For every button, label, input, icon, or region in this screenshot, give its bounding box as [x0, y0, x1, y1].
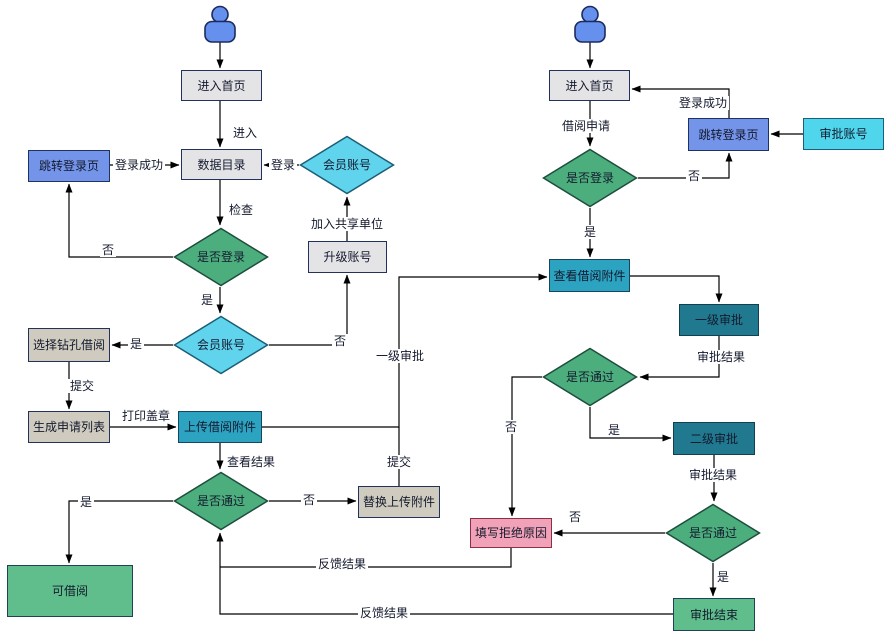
- user-icon-left: [204, 5, 236, 43]
- node-approve-account: 审批账号: [803, 118, 884, 150]
- node-jump-login-left: 跳转登录页: [28, 150, 110, 182]
- node-is-pass-second: 是否通过: [665, 503, 761, 563]
- user-icon-right: [574, 5, 606, 43]
- node-generate-list: 生成申请列表: [28, 411, 110, 443]
- diamond-shape: [542, 347, 638, 407]
- edge-label-yes-login-left: 是: [198, 293, 216, 307]
- node-upload-attachment: 上传借阅附件: [178, 411, 262, 443]
- edge-label-feedback-bottom: 反馈结果: [357, 606, 411, 620]
- edge-label-not-pass-2: 否: [566, 510, 584, 524]
- node-is-pass-left: 是否通过: [173, 471, 269, 531]
- edge-label-is-member: 是: [127, 337, 145, 351]
- edge-pass1-yes-to-second: [589, 407, 672, 442]
- edge-label-login-success-right: 登录成功: [676, 96, 730, 110]
- diamond-shape: [173, 471, 269, 531]
- edge-label-not-member: 否: [331, 334, 349, 348]
- node-member-account-check: 会员账号: [299, 135, 395, 195]
- node-member-account: 会员账号: [173, 315, 269, 375]
- edge-label-no-login-right: 否: [685, 169, 703, 183]
- edge-label-pass-1: 是: [605, 423, 623, 437]
- edge-label-no-login-left: 否: [99, 243, 117, 257]
- edge-label-borrow-apply: 借阅申请: [559, 119, 613, 133]
- node-enter-home-left: 进入首页: [181, 70, 262, 101]
- edge-label-approval-result-2: 审批结果: [686, 468, 740, 482]
- diamond-shape: [173, 227, 269, 287]
- node-first-approval: 一级审批: [679, 304, 759, 336]
- edge-label-login-success-left: 登录成功: [112, 158, 166, 172]
- edge-viewattach-to-first: [630, 275, 723, 303]
- diamond-shape: [665, 503, 761, 563]
- edge-label-feedback-top: 反馈结果: [315, 557, 369, 571]
- edge-ispass-yes-to-canborrow: [65, 500, 173, 564]
- node-enter-home-right: 进入首页: [549, 70, 630, 101]
- edge-label-print-seal: 打印盖章: [119, 409, 173, 423]
- edge-label-first-approval: 一级审批: [373, 349, 427, 363]
- node-is-login-right: 是否登录: [542, 148, 638, 208]
- edge-label-not-pass-left: 否: [300, 493, 318, 507]
- node-select-borehole: 选择钻孔借阅: [28, 328, 110, 362]
- edge-label-pass-2: 是: [714, 570, 732, 584]
- node-data-catalog: 数据目录: [181, 149, 262, 180]
- node-is-pass-first: 是否通过: [542, 347, 638, 407]
- diamond-shape: [173, 315, 269, 375]
- edge-pass1-no-to-reject: [508, 376, 542, 517]
- edge-label-check: 检查: [226, 203, 256, 217]
- node-can-borrow: 可借阅: [7, 565, 133, 617]
- node-upgrade-account: 升级账号: [308, 241, 387, 273]
- node-approval-end: 审批结束: [673, 598, 755, 631]
- node-is-login-left: 是否登录: [173, 227, 269, 287]
- node-jump-login-right: 跳转登录页: [688, 118, 769, 151]
- edge-label-approval-result-1: 审批结果: [694, 350, 748, 364]
- node-fill-reject-reason: 填写拒绝原因: [470, 518, 552, 548]
- edge-islogin-no-to-jumplogin-right: [638, 152, 733, 179]
- edge-label-join-share-unit: 加入共享单位: [308, 217, 386, 231]
- edge-label-yes-login-right: 是: [581, 225, 599, 239]
- edge-label-login: 登录: [268, 158, 298, 172]
- diamond-shape: [542, 148, 638, 208]
- edge-label-enter: 进入: [230, 126, 260, 140]
- edge-label-pass-left: 是: [77, 495, 95, 509]
- node-replace-upload: 替换上传附件: [358, 486, 440, 518]
- node-view-attachment: 查看借阅附件: [549, 259, 630, 292]
- edge-label-not-pass-1: 否: [502, 420, 520, 434]
- edge-label-submit: 提交: [67, 379, 97, 393]
- diamond-shape: [299, 135, 395, 195]
- edge-label-resubmit: 提交: [384, 455, 414, 469]
- edge-islogin-no-to-jumplogin: [65, 183, 173, 258]
- edge-approvalend-feedback: [216, 532, 673, 615]
- edge-label-view-result: 查看结果: [224, 455, 278, 469]
- node-second-approval: 二级审批: [673, 422, 755, 455]
- edge-first-result-to-pass1: [639, 336, 720, 381]
